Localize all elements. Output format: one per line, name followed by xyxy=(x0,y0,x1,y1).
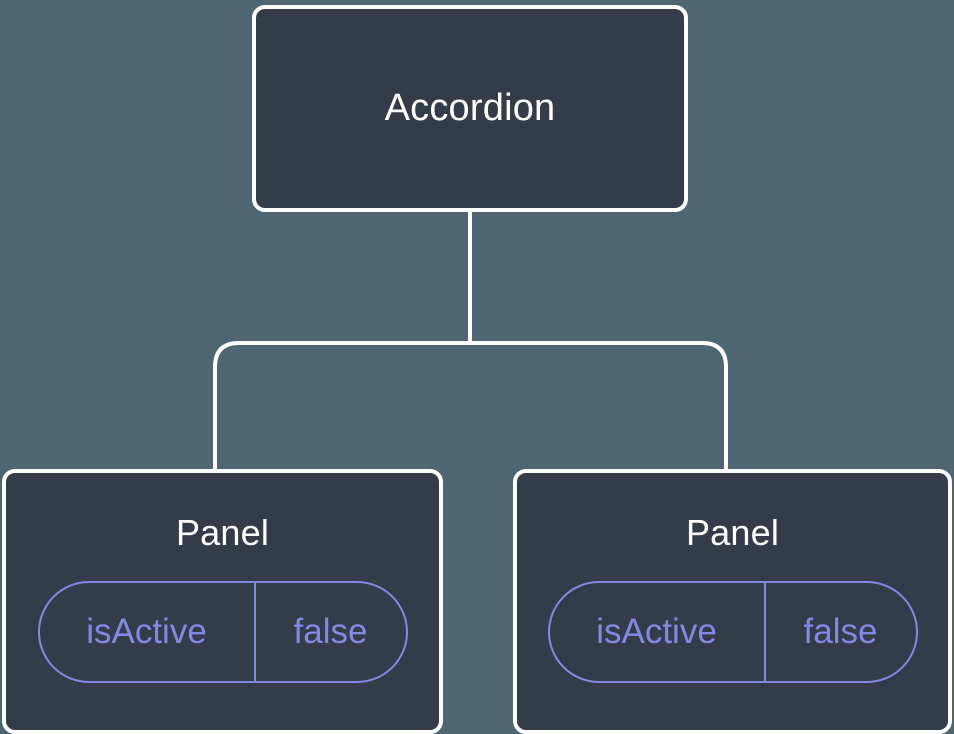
prop-value-label: false xyxy=(803,611,878,651)
node-panel-right-title: Panel xyxy=(685,512,780,553)
prop-key-label: isActive xyxy=(596,611,717,651)
prop-divider xyxy=(253,582,256,681)
prop-divider xyxy=(763,582,766,681)
node-accordion-title: Accordion xyxy=(384,86,556,129)
edge-branch-right xyxy=(470,341,728,471)
node-panel-left-title: Panel xyxy=(175,512,270,553)
node-accordion[interactable]: Accordion xyxy=(252,5,688,212)
edge-branch-left xyxy=(213,341,470,471)
prop-key-label: isActive xyxy=(86,611,207,651)
prop-value-label: false xyxy=(293,611,368,651)
node-panel-left[interactable]: Panel isActive false xyxy=(2,469,443,734)
node-panel-right[interactable]: Panel isActive false xyxy=(513,469,952,734)
prop-pill-isactive-left[interactable]: isActive false xyxy=(37,580,408,683)
prop-pill-isactive-right[interactable]: isActive false xyxy=(547,580,918,683)
